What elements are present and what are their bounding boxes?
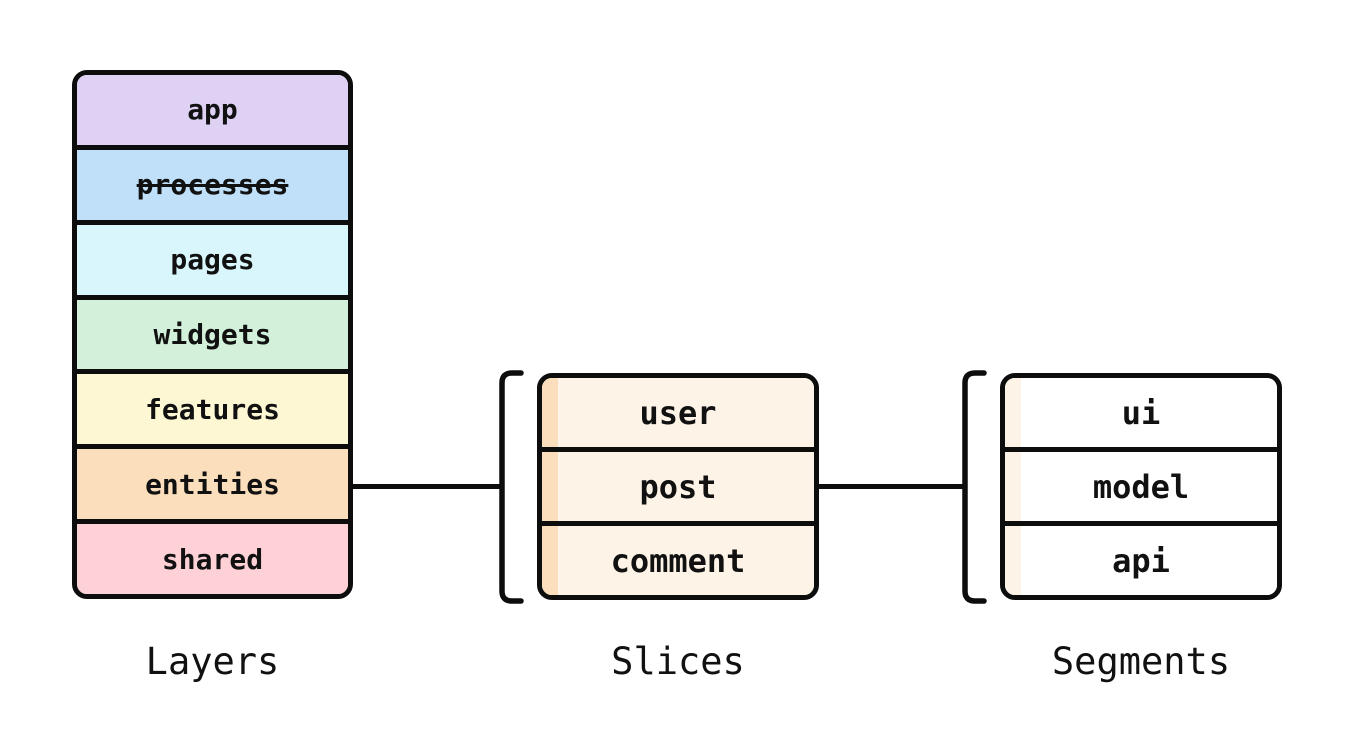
segments-caption: Segments [1051,640,1231,683]
layer-label-entities: entities [145,467,280,501]
slices-stack: user post comment [537,373,819,600]
slice-label-comment: comment [610,541,746,580]
layer-label-features: features [145,392,280,426]
segment-label-model: model [1092,467,1190,506]
slice-stripe [542,526,558,595]
layer-label-pages: pages [170,243,255,277]
slice-row-comment: comment [542,521,814,595]
segments-stack: ui model api [1000,373,1282,600]
slice-row-user: user [542,378,814,447]
layer-row-pages: pages [77,219,348,295]
slices-bracket-icon [499,370,524,604]
segments-bracket-icon [962,370,987,604]
slice-label-user: user [639,393,717,432]
layer-row-app: app [77,75,348,145]
layer-row-processes: processes [77,144,348,220]
layer-label-shared: shared [161,542,264,576]
layer-label-processes: processes [136,168,289,202]
layer-label-widgets: widgets [153,318,272,351]
layer-row-shared: shared [77,519,348,594]
segment-row-model: model [1005,447,1277,521]
slice-stripe [542,452,558,521]
layer-row-widgets: widgets [77,294,348,370]
connector-layers-slices [351,484,504,489]
slice-label-post: post [639,467,717,506]
segment-stripe [1005,378,1021,447]
layer-label-app: app [187,93,238,127]
segment-row-api: api [1005,521,1277,595]
connector-slices-segments [817,484,965,489]
segment-label-ui: ui [1121,393,1161,432]
layers-stack: app processes pages widgets features ent… [72,70,353,599]
slice-row-post: post [542,447,814,521]
layers-caption: Layers [145,640,280,683]
segment-row-ui: ui [1005,378,1277,447]
segment-label-api: api [1112,541,1170,580]
layer-row-entities: entities [77,444,348,520]
segment-stripe [1005,526,1021,595]
slice-stripe [542,378,558,447]
slices-caption: Slices [611,640,745,683]
segment-stripe [1005,452,1021,521]
layer-row-features: features [77,369,348,445]
